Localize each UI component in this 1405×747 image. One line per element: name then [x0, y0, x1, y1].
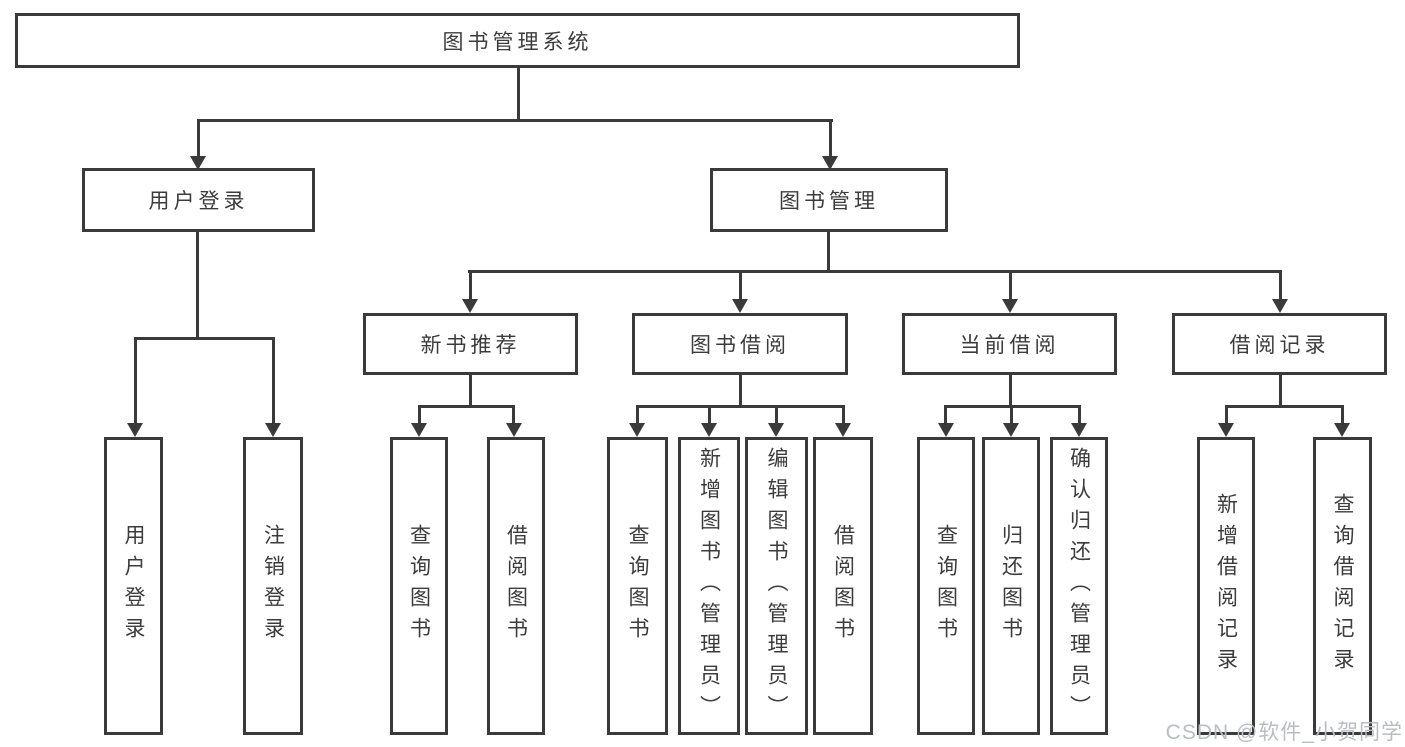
- connector-line: [468, 270, 1282, 273]
- arrow-down-icon: [938, 423, 954, 437]
- arrow-down-icon: [822, 156, 838, 170]
- node-new-book-recommend-label: 新书推荐: [420, 334, 521, 357]
- node-borrow-records-label: 借阅记录: [1229, 334, 1330, 357]
- connector-line: [517, 68, 520, 120]
- connector-line: [469, 270, 472, 300]
- connector-line: [1279, 375, 1282, 407]
- node-book-borrow-label: 图书借阅: [690, 334, 790, 357]
- arrow-down-icon: [1002, 299, 1018, 313]
- connector-line: [827, 232, 830, 273]
- arrow-down-icon: [127, 423, 143, 437]
- arrow-down-icon: [265, 423, 281, 437]
- node-new-book-recommend: 新书推荐: [363, 313, 578, 375]
- node-borrow-records: 借阅记录: [1172, 313, 1387, 375]
- leaf-br-add-record: 新增借阅记录: [1197, 437, 1255, 735]
- connector-line: [272, 337, 275, 424]
- connector-line: [512, 405, 515, 424]
- connector-line: [196, 232, 199, 337]
- leaf-user-login: 用户登录: [104, 437, 163, 735]
- node-root-label: 图书管理系统: [442, 30, 593, 54]
- arrow-down-icon: [1218, 423, 1234, 437]
- connector-line: [418, 405, 421, 424]
- arrow-down-icon: [768, 423, 784, 437]
- connector-line: [134, 337, 137, 424]
- connector-line: [1279, 270, 1282, 300]
- connector-line: [739, 375, 742, 407]
- arrow-down-icon: [732, 299, 748, 313]
- leaf-logout-label: 注销登录: [261, 524, 285, 648]
- node-user-login: 用户登录: [82, 168, 315, 232]
- connector-line: [469, 375, 472, 407]
- arrow-down-icon: [411, 423, 427, 437]
- leaf-bb-borrow-books: 借阅图书: [813, 437, 873, 735]
- connector-line: [1225, 405, 1228, 424]
- leaf-nb-query-books-label: 查询图书: [407, 524, 431, 648]
- connector-line: [708, 405, 711, 424]
- leaf-br-query-record: 查询借阅记录: [1313, 437, 1372, 735]
- leaf-bb-edit-books: 编辑图书（管理员）: [745, 437, 808, 735]
- connector-line: [1009, 270, 1012, 300]
- connector-line: [944, 405, 947, 424]
- arrow-down-icon: [506, 423, 522, 437]
- leaf-cb-query-books: 查询图书: [917, 437, 975, 735]
- leaf-bb-edit-books-label: 编辑图书（管理员）: [765, 446, 788, 726]
- arrow-down-icon: [1334, 423, 1350, 437]
- csdn-watermark: CSDN @软件_小贺同学: [1165, 721, 1403, 744]
- connector-line: [636, 405, 845, 408]
- node-book-management-label: 图书管理: [779, 190, 879, 213]
- leaf-bb-add-books-label: 新增图书（管理员）: [697, 446, 721, 726]
- node-current-borrow: 当前借阅: [902, 313, 1117, 375]
- node-current-borrow-label: 当前借阅: [959, 334, 1060, 357]
- leaf-cb-confirm-return: 确认归还（管理员）: [1050, 437, 1108, 735]
- connector-line: [197, 119, 833, 122]
- leaf-cb-confirm-return-label: 确认归还（管理员）: [1067, 446, 1091, 726]
- connector-line: [197, 119, 200, 157]
- arrow-down-icon: [835, 423, 851, 437]
- leaf-nb-query-books: 查询图书: [390, 437, 448, 735]
- leaf-br-add-record-label: 新增借阅记录: [1214, 493, 1238, 679]
- leaf-bb-borrow-books-label: 借阅图书: [831, 524, 855, 648]
- leaf-bb-query-books-label: 查询图书: [626, 524, 649, 648]
- arrow-down-icon: [1071, 423, 1087, 437]
- leaf-cb-return-books: 归还图书: [982, 437, 1040, 735]
- arrow-down-icon: [462, 299, 478, 313]
- connector-line: [775, 405, 778, 424]
- connector-line: [1009, 375, 1012, 407]
- connector-line: [418, 405, 515, 408]
- connector-line: [1341, 405, 1344, 424]
- node-book-management: 图书管理: [710, 168, 948, 232]
- connector-line: [1010, 405, 1013, 424]
- arrow-down-icon: [1272, 299, 1288, 313]
- connector-line: [1225, 405, 1343, 408]
- arrow-down-icon: [629, 423, 645, 437]
- leaf-bb-query-books: 查询图书: [607, 437, 668, 735]
- leaf-logout: 注销登录: [243, 437, 303, 735]
- leaf-nb-borrow-books: 借阅图书: [487, 437, 545, 735]
- arrow-down-icon: [701, 423, 717, 437]
- connector-line: [739, 270, 742, 300]
- node-user-login-label: 用户登录: [148, 190, 249, 213]
- connector-line: [636, 405, 639, 424]
- node-root: 图书管理系统: [15, 13, 1020, 68]
- connector-line: [134, 337, 275, 340]
- node-book-borrow: 图书借阅: [632, 313, 848, 375]
- connector-line: [842, 405, 845, 424]
- connector-line: [1078, 405, 1081, 424]
- leaf-br-query-record-label: 查询借阅记录: [1331, 493, 1354, 679]
- leaf-cb-query-books-label: 查询图书: [934, 524, 958, 648]
- connector-line: [829, 119, 832, 157]
- leaf-nb-borrow-books-label: 借阅图书: [504, 524, 528, 648]
- arrow-down-icon: [190, 156, 206, 170]
- leaf-cb-return-books-label: 归还图书: [999, 524, 1023, 648]
- arrow-down-icon: [1003, 423, 1019, 437]
- leaf-bb-add-books: 新增图书（管理员）: [678, 437, 740, 735]
- leaf-user-login-label: 用户登录: [122, 524, 145, 648]
